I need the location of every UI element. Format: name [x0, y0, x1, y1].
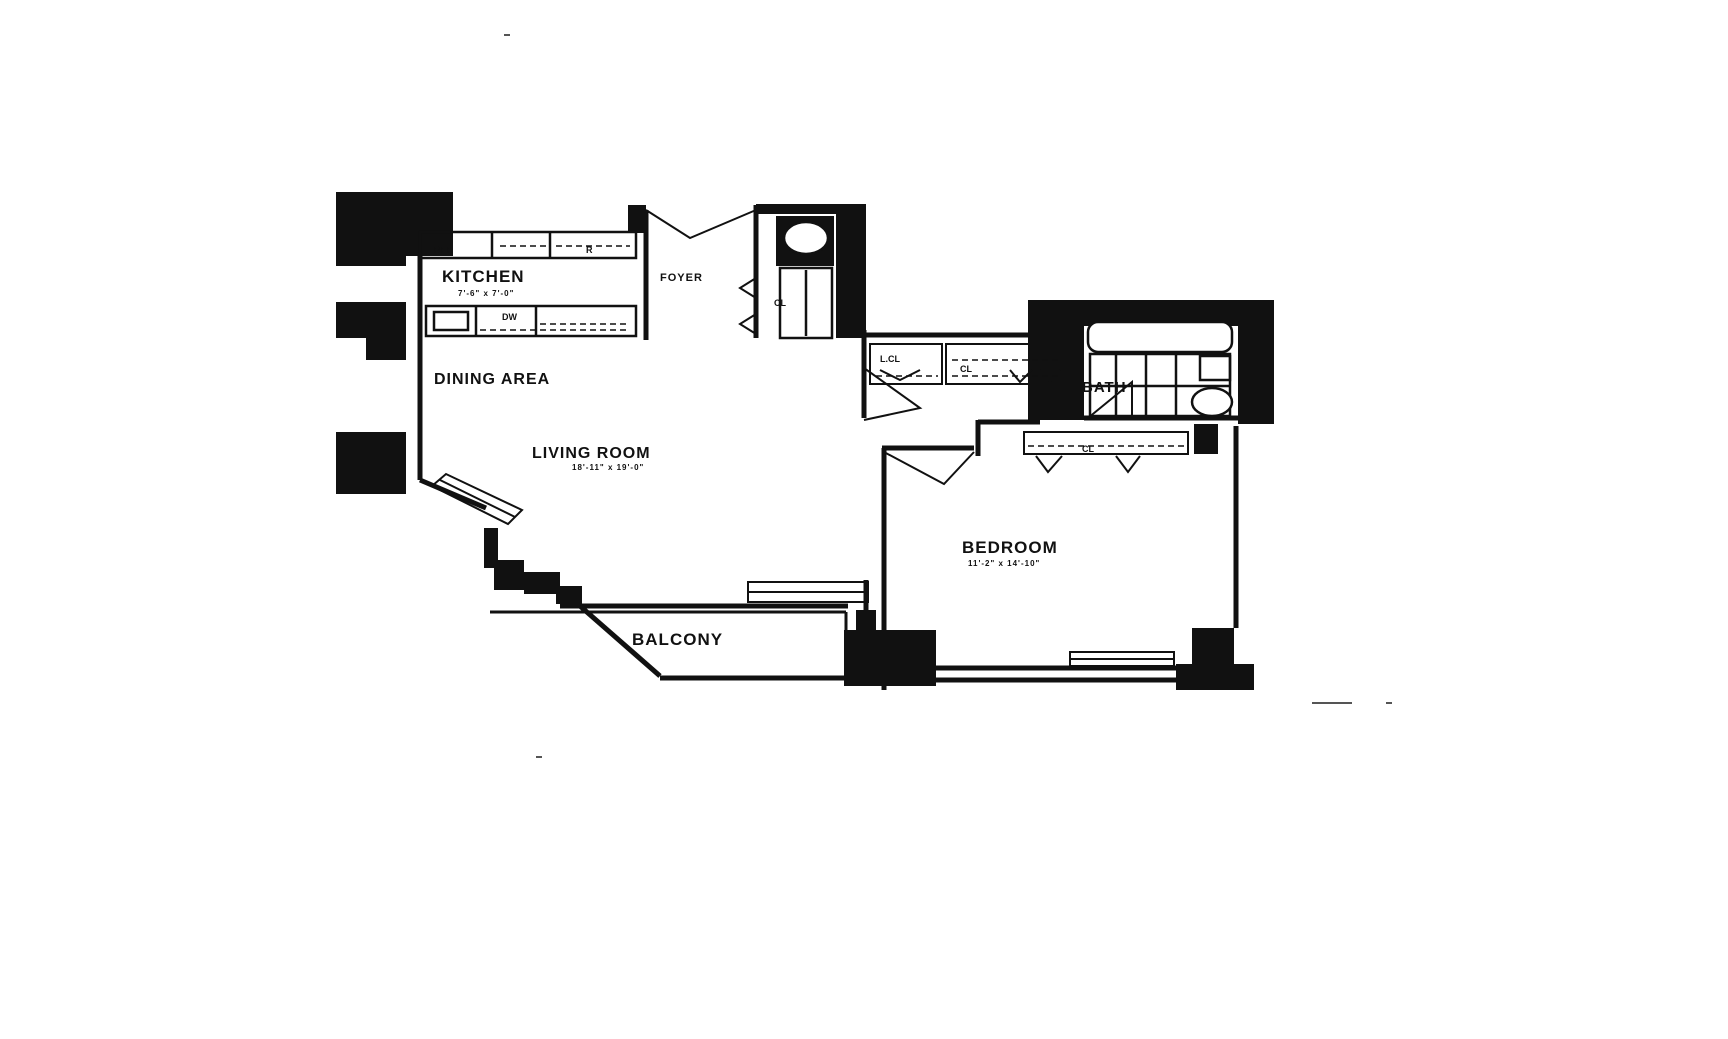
sink-icon [1198, 354, 1232, 382]
closet-frames [869, 343, 1189, 455]
stepped-wall-2 [494, 560, 524, 590]
scan-specks [504, 34, 1392, 758]
foyer-label: FOYER [660, 272, 703, 284]
foyer-closet-label: CL [774, 298, 786, 308]
balcony-outline [490, 610, 848, 676]
closet-dashes [876, 359, 1184, 447]
stepped-wall-1 [484, 528, 498, 568]
balcony-label: BALCONY [632, 630, 723, 649]
interior-walls [417, 205, 1240, 690]
column-under-bath [1194, 424, 1218, 454]
windows [430, 472, 1175, 667]
structural-walls [336, 192, 1274, 690]
kitchen-label: KITCHEN [442, 267, 525, 286]
living-dims: 18'-11" x 19'-0" [572, 463, 644, 472]
kitchen-lower-counter [424, 304, 638, 338]
foyer-closet [776, 216, 834, 340]
kitchen-fixtures [418, 230, 638, 338]
refrigerator-label: REF [434, 245, 453, 255]
hall-closet-label: CL [960, 364, 972, 374]
kitchen-dims: 7'-6" x 7'-0" [458, 289, 514, 298]
bath-fixtures [1086, 320, 1234, 418]
range-label: R [586, 245, 593, 255]
column-top-left [336, 192, 453, 256]
bedroom-dims: 11'-2" x 14'-10" [968, 559, 1040, 568]
column-lower-right-2 [1176, 664, 1254, 690]
water-heater-icon [782, 220, 830, 256]
hall-closet-frame [945, 343, 1067, 385]
toilet-icon [1190, 386, 1234, 418]
linen-closet-frame [869, 343, 943, 385]
bathtub-icon [1086, 320, 1234, 354]
column-left-mid-2 [366, 338, 406, 360]
column-lower-mid [844, 630, 936, 686]
bedroom-closet-label: CL [1082, 444, 1094, 454]
dining-label: DINING AREA [434, 371, 550, 388]
entry-wall-right [756, 204, 866, 214]
bath-label: BATH [1082, 379, 1127, 396]
bath-block-right [1238, 300, 1274, 424]
dishwasher-label: DW [502, 312, 517, 322]
bedroom-closet-frame [1023, 431, 1189, 455]
column-left-lower [336, 432, 406, 494]
foyer-closet-right-wall [836, 204, 866, 338]
column-lower-mid-2 [856, 610, 876, 634]
entry-wall-left [628, 205, 646, 233]
column-left-mid [336, 302, 406, 338]
bedroom-label: BEDROOM [962, 538, 1058, 557]
linen-closet-label: L.CL [880, 354, 900, 364]
kitchen-upper-counter [418, 230, 638, 260]
stepped-wall-4 [556, 586, 582, 604]
kitchen-dashes [480, 245, 630, 331]
door-swings [645, 209, 1141, 486]
living-label: LIVING ROOM [532, 445, 651, 462]
stepped-wall-3 [524, 572, 560, 594]
column-top-left-lower [336, 256, 406, 266]
